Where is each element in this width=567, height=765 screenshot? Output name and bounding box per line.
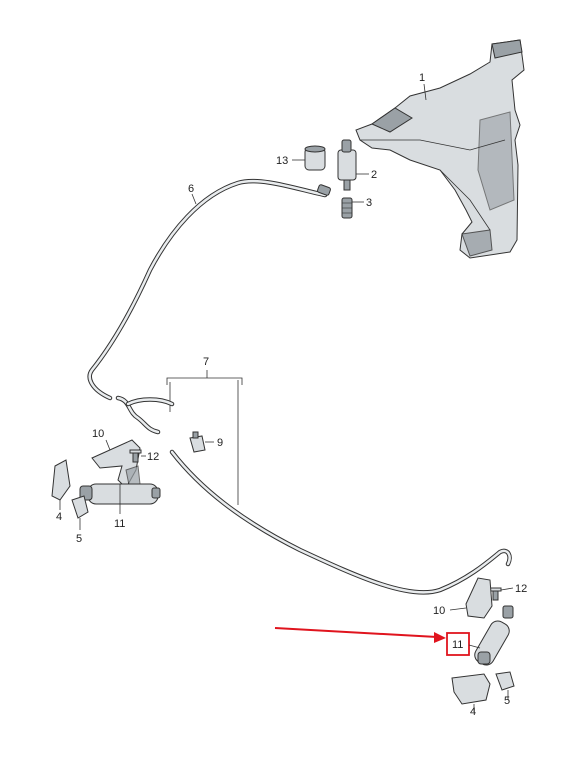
label-13: 13 <box>276 155 288 167</box>
cover-cap-4-left <box>51 459 71 501</box>
bracket-10-left <box>91 439 141 491</box>
label-10-left: 10 <box>92 428 104 440</box>
red-arrow-icon <box>274 627 446 643</box>
screw-12-left <box>129 449 142 463</box>
label-4-right: 4 <box>470 706 476 718</box>
washer-pump <box>337 139 357 191</box>
highlight-box <box>446 632 470 656</box>
label-11-left: 11 <box>114 518 125 530</box>
bracket-7 <box>166 370 243 505</box>
clip-5-right <box>495 671 515 691</box>
label-9: 9 <box>217 437 223 449</box>
label-10-right: 10 <box>433 605 445 617</box>
hose-connector-left <box>115 395 175 435</box>
label-5-right: 5 <box>504 695 510 707</box>
clip-9 <box>189 431 206 453</box>
hose-line-right <box>169 449 512 595</box>
bracket-10-right <box>465 577 493 619</box>
cover-cap-4-right <box>451 673 491 705</box>
label-6: 6 <box>188 183 194 195</box>
telescopic-cylinder-11-right <box>474 605 514 666</box>
filter <box>341 197 353 219</box>
grommet <box>304 145 326 171</box>
label-7: 7 <box>203 356 209 368</box>
label-11-right: 11 <box>452 639 463 651</box>
washer-reservoir <box>355 39 525 259</box>
label-1: 1 <box>419 72 425 84</box>
label-12-left: 12 <box>147 451 159 463</box>
label-3: 3 <box>366 197 372 209</box>
hose-line-6 <box>87 178 331 401</box>
telescopic-cylinder-11-left <box>79 483 161 505</box>
label-4-left: 4 <box>56 511 62 523</box>
label-12-right: 12 <box>515 583 527 595</box>
clip-5-left <box>71 495 89 519</box>
label-5-left: 5 <box>76 533 82 545</box>
label-2: 2 <box>371 169 377 181</box>
